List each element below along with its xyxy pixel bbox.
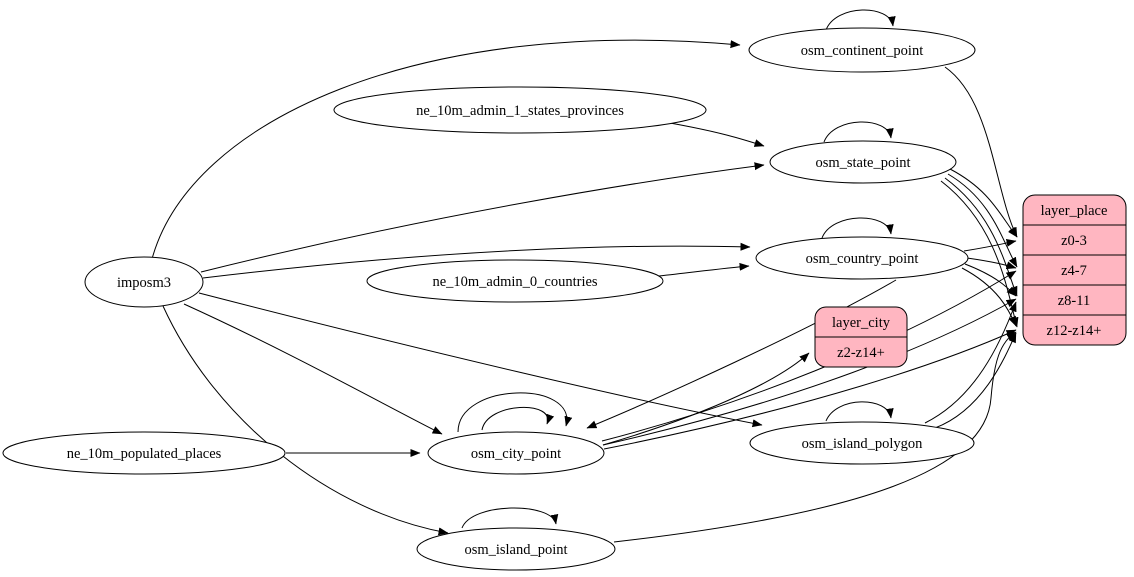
layer-place-row-z12-z14: z12-z14+ — [1047, 323, 1102, 339]
island-polygon-shape — [749, 421, 975, 465]
imposm3-label: imposm3 — [117, 275, 171, 291]
edge-group — [151, 9, 1019, 543]
city-shape — [427, 431, 605, 475]
node-osm_island_point: osm_island_point — [416, 527, 616, 571]
continent-shape — [748, 27, 976, 73]
island-polygon-label: osm_island_polygon — [802, 436, 924, 452]
selfloop-osm_state_point — [823, 121, 894, 143]
edge-imposm3-osm_island_polygon — [198, 292, 763, 428]
selfloop-inner-osm_city_point — [481, 407, 555, 431]
ne0-shape — [366, 259, 664, 303]
ne0-label: ne_10m_admin_0_countries — [432, 274, 597, 290]
edge-osm_city_point-z4-7 — [601, 270, 1017, 442]
layer-city-row-z2-z14: z2-z14+ — [837, 345, 885, 361]
node-ne_10m_populated_places: ne_10m_populated_places — [2, 431, 286, 475]
state-label: osm_state_point — [815, 155, 910, 171]
edge-imposm3-osm_continent_point — [151, 39, 741, 260]
nepop-shape — [2, 431, 286, 475]
edge-osm_continent_point-z0-3 — [944, 66, 1018, 238]
country-label: osm_country_point — [806, 251, 919, 267]
city-label: osm_city_point — [471, 446, 561, 462]
country-shape — [755, 236, 969, 280]
selfloop-osm_country_point — [821, 217, 894, 239]
selfloop-outer-osm_city_point — [457, 392, 573, 433]
edge-osm_country_point-z0-3 — [963, 238, 1017, 252]
edge-osm_island_polygon-z8-11 — [924, 301, 1017, 424]
edge-osm_city_point-layer_city-z2 — [602, 352, 810, 446]
edge-ne0-osm_country_point — [658, 262, 750, 277]
node-osm_continent_point: osm_continent_point — [748, 27, 976, 73]
island-point-label: osm_island_point — [464, 542, 567, 558]
island-point-shape — [416, 527, 616, 571]
edge-imposm3-osm_state_point — [200, 162, 765, 273]
selfloop-osm_island_point — [461, 507, 559, 529]
ne1-label: ne_10m_admin_1_states_provinces — [416, 103, 624, 119]
ne1-shape — [333, 86, 707, 134]
edge-imposm3-osm_island_point — [162, 305, 449, 536]
layer-place-row-z8-11: z8-11 — [1058, 293, 1090, 309]
selfloop-osm_continent_point — [825, 9, 896, 31]
edge-imposm3-osm_country_point — [202, 242, 751, 279]
node-osm_state_point: osm_state_point — [769, 140, 957, 184]
layer-place-row-z4-7: z4-7 — [1061, 263, 1087, 279]
edge-imposm3-osm_city_point — [183, 303, 443, 435]
edge-osm_city_point-z8-11 — [602, 298, 1017, 446]
nepop-label: ne_10m_populated_places — [67, 446, 222, 462]
edge-ne1-osm_state_point — [669, 122, 765, 147]
node-osm_country_point: osm_country_point — [755, 236, 969, 280]
edge-osm_state_point-z4-7 — [947, 173, 1018, 268]
layer-place-title: layer_place — [1041, 203, 1108, 219]
edge-osm_state_point-z8-11 — [944, 177, 1018, 297]
edge-osm_country_point-z12-z14 — [961, 267, 1017, 327]
continent-label: osm_continent_point — [801, 43, 923, 59]
node-layer_place: layer_place z0-3 z4-7 z8-11 z12-z14+ — [1022, 194, 1127, 346]
layer-place-row-z0-3: z0-3 — [1061, 233, 1087, 249]
node-osm_city_point: osm_city_point — [427, 431, 605, 475]
edge-osm_country_point-osm_city_point — [586, 279, 897, 429]
selfloop-osm_island_polygon — [825, 401, 894, 422]
node-layer_city: layer_city z2-z14+ — [814, 306, 908, 368]
node-ne_10m_admin_0_countries: ne_10m_admin_0_countries — [366, 259, 664, 303]
edge-osm_state_point-z12-z14 — [940, 180, 1019, 328]
edge-osm_island_polygon-z12-z14 — [934, 332, 1017, 429]
state-shape — [769, 140, 957, 184]
edge-osm_state_point-z0-3 — [949, 168, 1018, 238]
node-ne_10m_admin_1_states_provinces: ne_10m_admin_1_states_provinces — [333, 86, 707, 134]
node-imposm3: imposm3 — [84, 256, 204, 308]
edge-osm_city_point-z12-z14 — [603, 329, 1017, 450]
layer-place-shape — [1022, 194, 1127, 346]
node-osm_island_polygon: osm_island_polygon — [749, 421, 975, 465]
imposm3-shape — [84, 256, 204, 308]
edge-osm_country_point-z4-7 — [966, 257, 1017, 270]
layer-city-title: layer_city — [832, 315, 891, 331]
